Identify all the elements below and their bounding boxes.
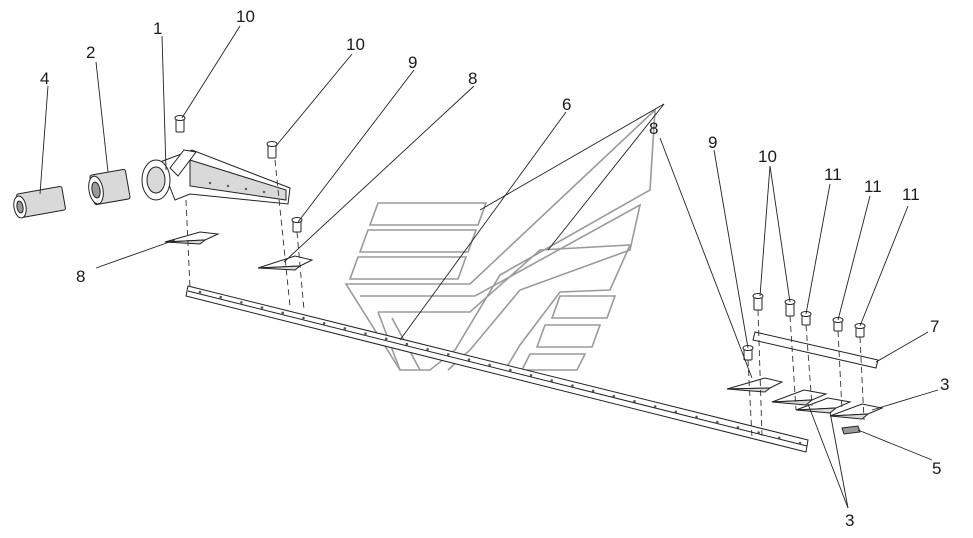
- knife-bar-hole: [633, 400, 636, 403]
- knife-bar-hole: [426, 347, 429, 351]
- knife-bar-hole: [695, 415, 698, 419]
- callout-3-a: 3: [940, 375, 949, 394]
- leader-lines: [39, 25, 939, 509]
- part-3-knife-section-c: [829, 403, 884, 420]
- knife-bar-hole: [198, 290, 202, 294]
- knife-bar-hole: [302, 316, 305, 320]
- knife-bar-hole: [240, 301, 243, 304]
- part-10-bolt-c: [752, 293, 764, 311]
- knife-bar-hole: [798, 441, 802, 445]
- knife-bar-hole: [591, 389, 595, 393]
- callout-3-b: 3: [845, 511, 854, 530]
- knife-bar-holes: [198, 290, 802, 445]
- part-8-knife-section-c: [726, 377, 784, 393]
- callout-2: 2: [86, 43, 95, 62]
- part-10-bolt-a: [174, 115, 186, 133]
- knife-bar-hole: [322, 321, 326, 325]
- knife-bar-hole: [715, 420, 719, 424]
- callout-11-a: 11: [824, 165, 842, 184]
- knife-bar-hole: [571, 384, 574, 388]
- part-8-knife-section-a: [164, 231, 220, 245]
- callout-8-a: 8: [468, 69, 477, 88]
- knife-bar-hole: [281, 311, 285, 315]
- part-6-knife-bar: [185, 285, 809, 453]
- part-8-knife-section-b: [257, 255, 314, 271]
- part-9-bolt-a: [291, 217, 303, 233]
- knife-bar-hole: [488, 363, 491, 367]
- callout-4: 4: [40, 69, 49, 88]
- callout-9-a: 9: [408, 53, 417, 72]
- knife-bar-hole: [343, 327, 347, 330]
- assembly-lines: [185, 159, 865, 439]
- callout-9-b: 9: [708, 133, 717, 152]
- callout-6: 6: [562, 95, 571, 114]
- part-10-bolt-b: [266, 141, 278, 159]
- callout-8-c: 8: [649, 119, 658, 138]
- part-1-drive-arm: [141, 149, 291, 205]
- knife-bar-hole: [778, 436, 781, 440]
- knife-bar-hole: [446, 353, 450, 356]
- callout-8-b: 8: [76, 267, 85, 286]
- knife-bar-hole: [550, 379, 554, 382]
- part-3-knife-section-a: [771, 389, 828, 406]
- callout-7: 7: [930, 317, 939, 336]
- callout-5: 5: [932, 459, 941, 478]
- knife-bar-hole: [509, 368, 512, 372]
- knife-bar-hole: [529, 374, 533, 377]
- callout-10-c: 10: [758, 147, 777, 166]
- part-7-short-bar: [752, 331, 879, 369]
- callout-10-b: 10: [346, 35, 365, 54]
- knife-bar-hole: [612, 394, 616, 398]
- knife-bar-hole: [384, 337, 388, 341]
- callout-1: 1: [153, 19, 162, 38]
- part-5-plate: [841, 425, 861, 435]
- callout-11-c: 11: [902, 185, 920, 204]
- part-2-bushing: [88, 168, 131, 206]
- knife-bar-hole: [405, 342, 409, 346]
- knife-bar-hole: [467, 358, 471, 361]
- knife-bar-hole: [219, 295, 222, 299]
- callout-10-a: 10: [236, 7, 255, 26]
- knife-bar-hole: [653, 405, 657, 408]
- callout-11-b: 11: [864, 177, 882, 196]
- knife-bar-hole: [674, 410, 678, 414]
- knife-bar-hole: [260, 306, 264, 309]
- part-11-nut-c: [854, 323, 866, 338]
- knife-bar-hole: [364, 332, 367, 335]
- callout-labels: 1 2 4 10 10 9 8 6 8 8 9 10 11 11 11 7 3 …: [40, 7, 949, 530]
- watermark-logo: [344, 108, 656, 371]
- knife-bar-hole: [736, 426, 740, 429]
- knife-bar-hole: [757, 431, 760, 434]
- part-4-pin: [13, 186, 66, 219]
